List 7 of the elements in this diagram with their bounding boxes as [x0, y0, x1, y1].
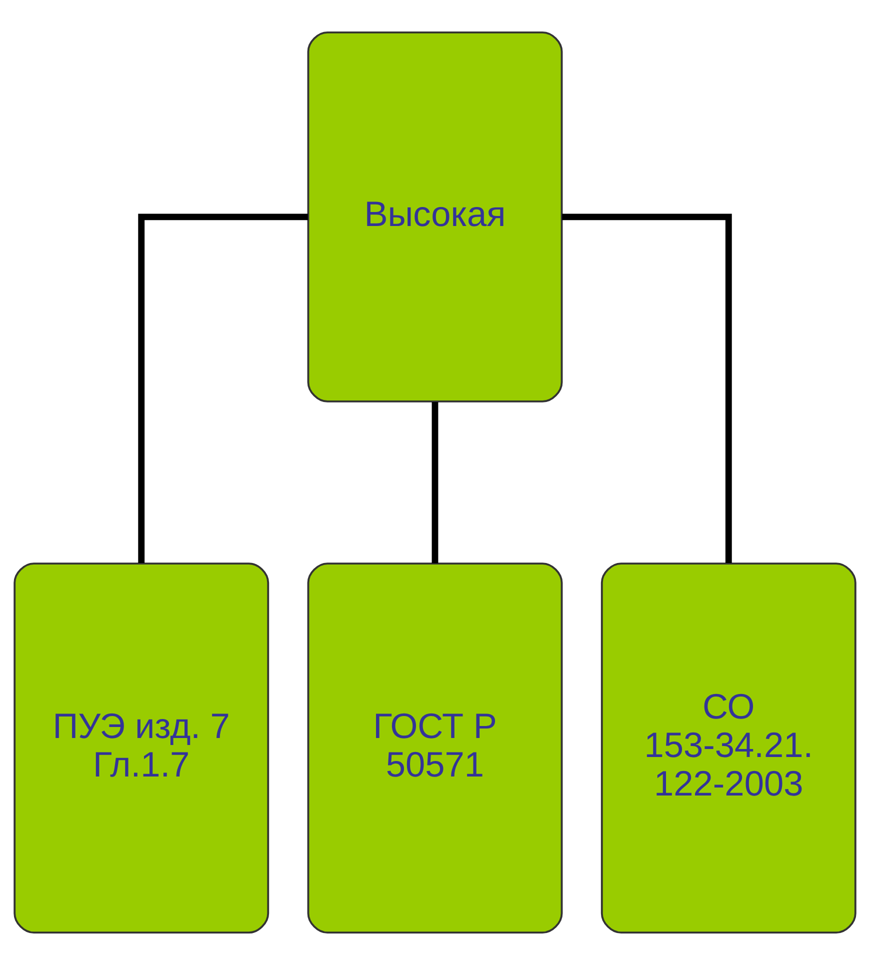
- node-box: ПУЭ изд. 7 Гл.1.7: [14, 562, 270, 934]
- node-box: ГОСТ Р 50571: [307, 562, 563, 934]
- node-box: СО 153-34.21. 122-2003: [600, 562, 856, 934]
- node-box: Высокая: [307, 31, 563, 402]
- connector: [562, 214, 732, 564]
- connector: [432, 402, 438, 564]
- connector: [138, 214, 308, 564]
